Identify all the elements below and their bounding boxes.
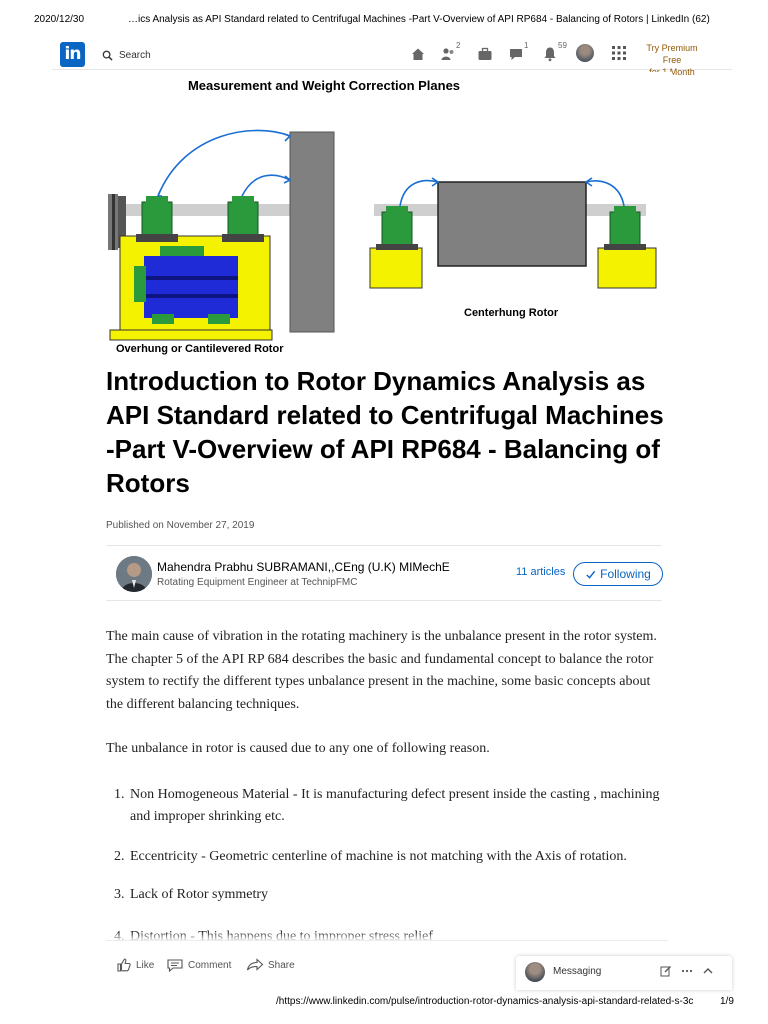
messaging-icon[interactable]: 1 — [508, 41, 529, 64]
premium-line-2: for 1 Month — [649, 67, 695, 77]
messaging-dock[interactable]: Messaging — [516, 956, 732, 990]
checkmark-icon — [586, 570, 596, 579]
list-number: 4. — [114, 929, 125, 944]
article-paragraph: The main cause of vibration in the rotat… — [106, 629, 657, 712]
article-title: Introduction to Rotor Dynamics Analysis … — [106, 366, 664, 498]
comment-icon — [167, 959, 183, 973]
network-icon[interactable]: 2 — [440, 41, 461, 64]
print-url: /https://www.linkedin.com/pulse/introduc… — [276, 996, 694, 1007]
print-date: 2020/12/30 — [34, 14, 85, 25]
list-text: Non Homogeneous Material - It is manufac… — [130, 787, 660, 824]
comment-label: Comment — [188, 959, 232, 971]
search-box[interactable]: Search — [102, 47, 151, 63]
list-text: Eccentricity - Geometric centerline of m… — [130, 849, 627, 864]
messaging-avatar — [525, 962, 545, 982]
list-number: 3. — [114, 887, 125, 902]
messaging-label: Messaging — [553, 966, 602, 977]
thumbs-up-icon — [117, 958, 131, 972]
author-card: Mahendra Prabhu SUBRAMANI,,CEng (U.K) MI… — [106, 545, 663, 601]
try-premium-link[interactable]: Try Premium Free for 1 Month — [636, 42, 708, 78]
list-text: Lack of Rotor symmetry — [130, 887, 269, 902]
print-page-number: 1/9 — [720, 996, 734, 1007]
premium-line-1: Try Premium Free — [646, 43, 698, 65]
network-badge: 2 — [456, 41, 461, 50]
overhung-caption: Overhung or Cantilevered Rotor — [116, 343, 284, 355]
jobs-icon[interactable] — [477, 44, 497, 64]
author-role: Rotating Equipment Engineer at TechnipFM… — [157, 577, 358, 588]
share-arrow-icon — [246, 958, 264, 971]
centerhung-caption: Centerhung Rotor — [464, 307, 559, 319]
author-articles-link[interactable]: 11 articles — [516, 566, 566, 578]
hero-image-balancing-planes: Measurement and Weight Correction Planes… — [104, 72, 672, 362]
list-number: 1. — [114, 787, 125, 802]
print-header: 2020/12/30 …ics Analysis as API Standard… — [0, 14, 768, 28]
print-footer: /https://www.linkedin.com/pulse/introduc… — [0, 996, 768, 1008]
home-icon[interactable] — [410, 44, 430, 64]
messaging-badge: 1 — [524, 41, 529, 50]
list-item: 2. Eccentricity - Geometric centerline o… — [114, 846, 669, 868]
print-page-title: …ics Analysis as API Standard related to… — [128, 14, 710, 25]
comment-button[interactable]: Comment — [166, 957, 231, 973]
share-label: Share — [268, 959, 295, 971]
notifications-icon[interactable]: 59 — [542, 41, 567, 64]
author-avatar[interactable] — [116, 556, 152, 592]
published-date: Published on November 27, 2019 — [106, 520, 255, 531]
following-label: Following — [600, 567, 651, 581]
overhung-rotor-drawing — [108, 129, 335, 341]
profile-avatar[interactable] — [576, 44, 594, 62]
like-label: Like — [136, 959, 155, 971]
share-button[interactable]: Share — [246, 957, 295, 973]
list-number: 2. — [114, 849, 125, 864]
search-label: Search — [119, 49, 151, 61]
more-options-icon[interactable] — [681, 965, 693, 980]
list-item: 1. Non Homogeneous Material - It is manu… — [114, 784, 669, 828]
following-button[interactable]: Following — [573, 562, 663, 586]
chevron-up-icon[interactable] — [702, 965, 714, 980]
hero-heading: Measurement and Weight Correction Planes — [188, 78, 460, 93]
top-navigation-bar: in Search 2 1 59 Try Premium Free for 1 … — [52, 40, 732, 77]
search-icon — [102, 50, 113, 61]
work-grid-icon[interactable] — [612, 46, 626, 60]
author-name[interactable]: Mahendra Prabhu SUBRAMANI,,CEng (U.K) MI… — [157, 560, 450, 574]
linkedin-logo[interactable]: in — [60, 42, 85, 67]
compose-message-icon[interactable] — [660, 965, 672, 980]
article-paragraph: The unbalance in rotor is caused due to … — [106, 741, 490, 756]
like-button[interactable]: Like — [116, 957, 154, 973]
list-item: 3. Lack of Rotor symmetry — [114, 884, 669, 906]
centerhung-rotor-drawing — [369, 177, 657, 289]
notifications-badge: 59 — [558, 41, 567, 50]
